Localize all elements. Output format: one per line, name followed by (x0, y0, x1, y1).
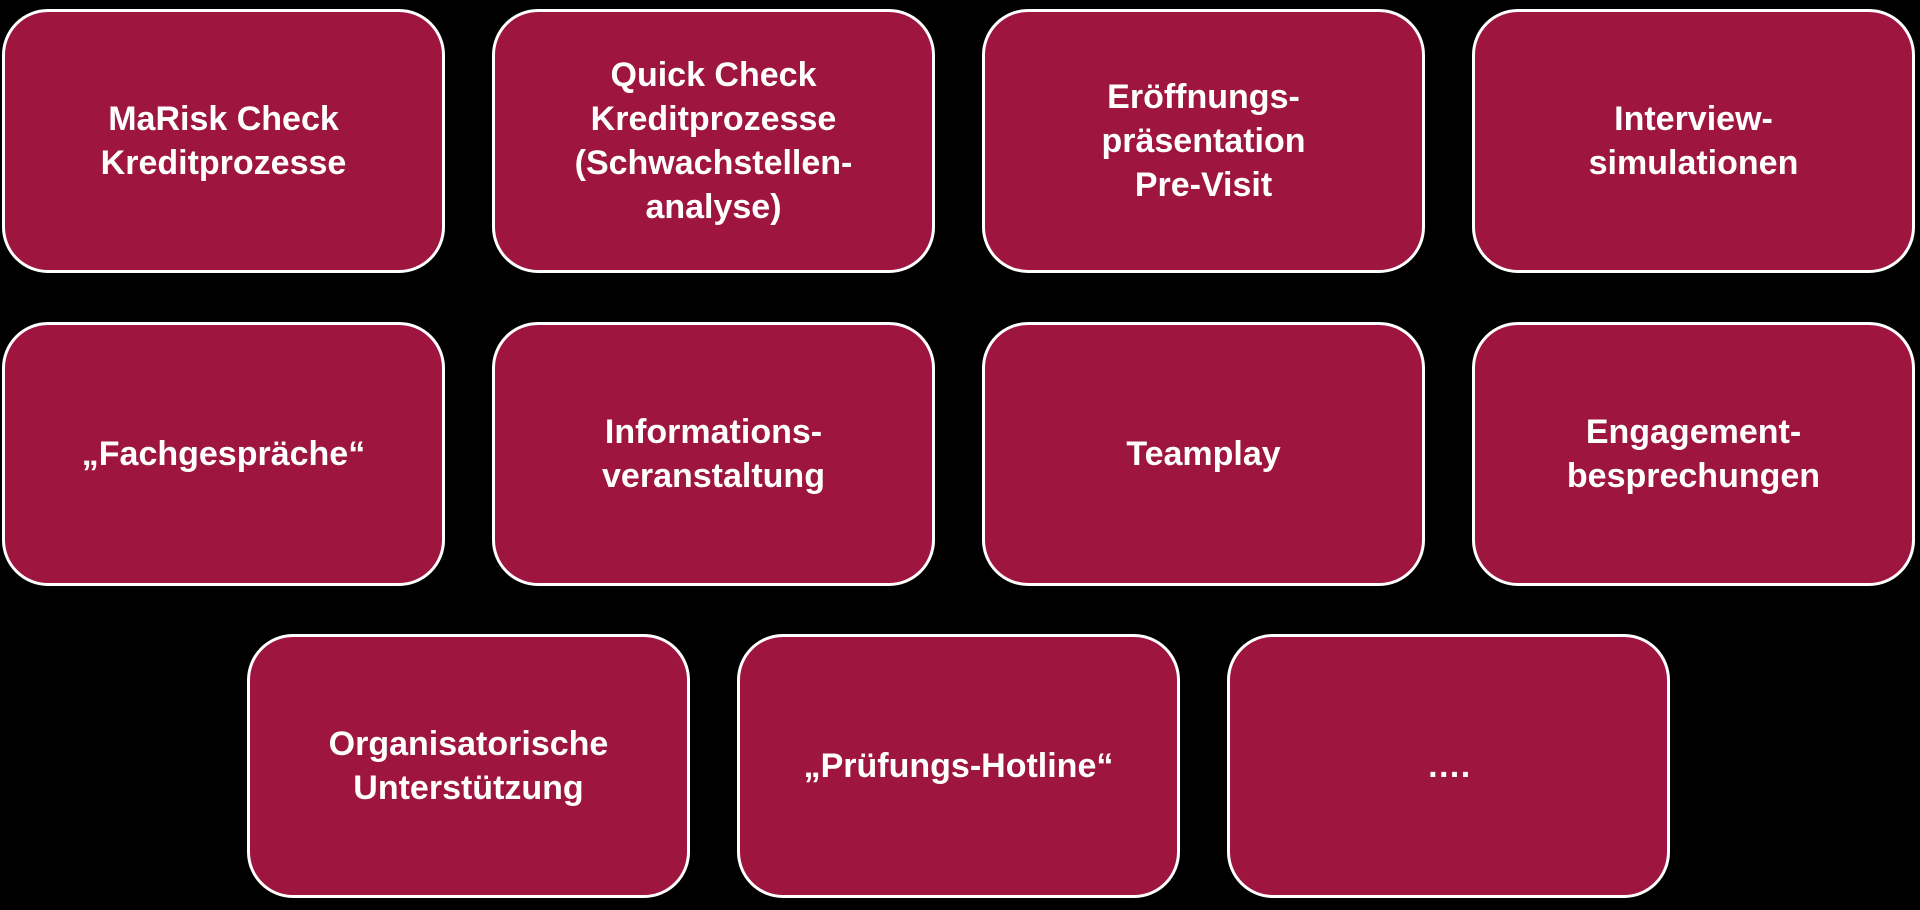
tile-ellipsis: …. (1227, 634, 1670, 898)
tile-organisatorische-unterstuetzung: Organisatorische Unterstützung (247, 634, 690, 898)
tile-interviewsimulationen: Interview- simulationen (1472, 9, 1915, 273)
tile-pruefungs-hotline: „Prüfungs-Hotline“ (737, 634, 1180, 898)
tile-fachgespraeche: „Fachgespräche“ (2, 322, 445, 586)
tile-marisk-check: MaRisk Check Kreditprozesse (2, 9, 445, 273)
tile-informationsveranstaltung: Informations- veranstaltung (492, 322, 935, 586)
tile-eroeffnungspraesentation: Eröffnungs- präsentation Pre-Visit (982, 9, 1425, 273)
tile-teamplay: Teamplay (982, 322, 1425, 586)
tile-quick-check: Quick Check Kreditprozesse (Schwachstell… (492, 9, 935, 273)
tile-engagementbesprechungen: Engagement- besprechungen (1472, 322, 1915, 586)
